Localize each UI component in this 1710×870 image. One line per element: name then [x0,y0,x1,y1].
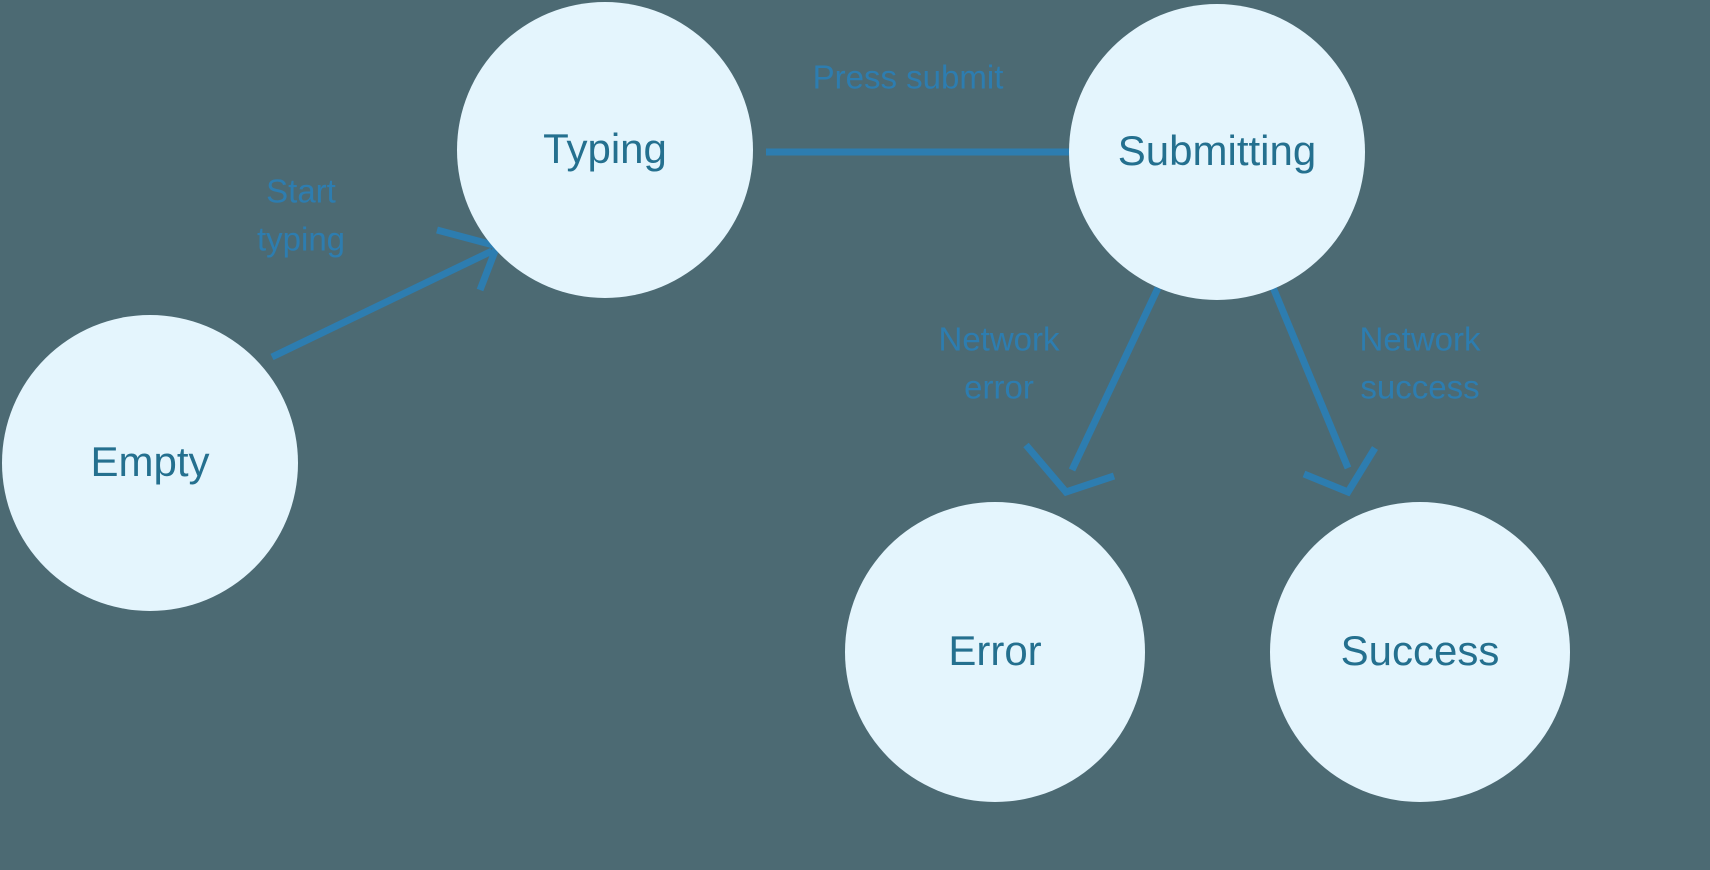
edge-submitting-to-success [1268,283,1378,497]
state-node-typing[interactable]: Typing [457,2,753,298]
state-node-submitting[interactable]: Submitting [1069,4,1365,300]
edge-label-network-error-line2: error [964,369,1034,406]
state-node-error-label: Error [948,627,1041,674]
state-node-empty-label: Empty [90,438,209,485]
state-node-success[interactable]: Success [1270,502,1570,802]
edge-submitting-to-error-line [1068,286,1162,472]
edge-label-network-success-line1: Network [1359,321,1481,358]
edge-submitting-to-error-arrowhead [1023,442,1116,497]
edge-label-network-error-line1: Network [938,321,1060,358]
state-node-success-label: Success [1341,627,1500,674]
edge-submitting-to-error [1023,286,1162,497]
state-node-submitting-circle[interactable] [1069,4,1365,300]
state-node-error[interactable]: Error [845,502,1145,802]
state-node-typing-circle[interactable] [457,2,753,298]
state-node-empty-circle[interactable] [2,315,298,611]
edge-empty-to-typing-line [270,247,494,361]
edge-label-start-typing-line1: Start [266,173,336,210]
state-node-typing-label: Typing [543,125,667,172]
state-node-submitting-label: Submitting [1118,127,1316,174]
state-node-success-circle[interactable] [1270,502,1570,802]
edge-label-press-submit: Press submit [813,59,1004,96]
state-node-error-circle[interactable] [845,502,1145,802]
edge-label-start-typing-line2: typing [257,221,345,258]
edge-submitting-to-success-arrowhead [1302,446,1378,497]
state-node-empty[interactable]: Empty [2,315,298,611]
edge-label-network-success-line2: success [1360,369,1479,406]
edge-submitting-to-success-line [1268,283,1352,470]
